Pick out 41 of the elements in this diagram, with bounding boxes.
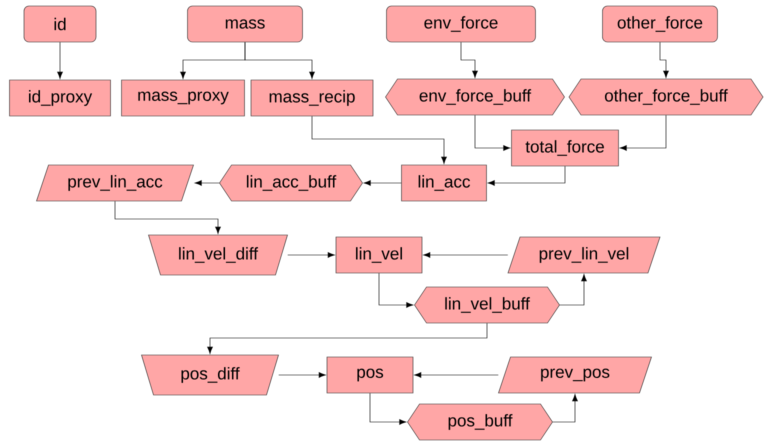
arrow xyxy=(364,180,402,186)
arrow xyxy=(559,274,587,306)
hexagon-box: other_force_buff xyxy=(568,78,764,116)
hexagon-box: env_force_buff xyxy=(385,78,565,116)
arrow xyxy=(312,116,447,164)
arrow xyxy=(378,272,414,308)
arrow xyxy=(57,42,63,79)
arrow xyxy=(278,372,326,378)
arrow xyxy=(620,114,666,151)
arrow xyxy=(194,180,220,186)
process-box: total_force xyxy=(511,130,619,166)
process-box: pos xyxy=(326,356,414,394)
hexagon-box: lin_acc_buff xyxy=(219,164,363,202)
rounded-box: other_force xyxy=(602,6,718,42)
process-box: lin_acc xyxy=(401,164,487,202)
arrow xyxy=(287,252,335,258)
parallelogram-box: prev_pos xyxy=(498,356,652,394)
arrow xyxy=(244,42,315,79)
trapezoid-box: pos_diff xyxy=(141,354,279,396)
process-box: id_proxy xyxy=(9,80,111,116)
arrow xyxy=(414,372,499,378)
rounded-box: mass xyxy=(187,6,303,42)
arrow xyxy=(460,42,478,78)
arrow xyxy=(423,252,508,258)
arrow xyxy=(207,322,488,354)
parallelogram-box: prev_lin_acc xyxy=(36,164,194,202)
process-box: mass_recip xyxy=(250,80,374,116)
arrow xyxy=(474,114,510,151)
hexagon-box: lin_vel_buff xyxy=(414,286,560,324)
hexagon-box: pos_buff xyxy=(407,404,553,440)
trapezoid-box: lin_vel_diff xyxy=(148,234,288,276)
arrow xyxy=(114,200,221,234)
rounded-box: env_force xyxy=(386,6,536,42)
process-box: lin_vel xyxy=(336,236,422,274)
arrow xyxy=(370,392,406,425)
arrow xyxy=(660,42,669,78)
rounded-box: id xyxy=(24,6,96,42)
process-box: mass_proxy xyxy=(121,80,245,116)
arrow xyxy=(488,166,566,186)
parallelogram-box: prev_lin_vel xyxy=(508,236,660,274)
arrow xyxy=(552,394,578,422)
